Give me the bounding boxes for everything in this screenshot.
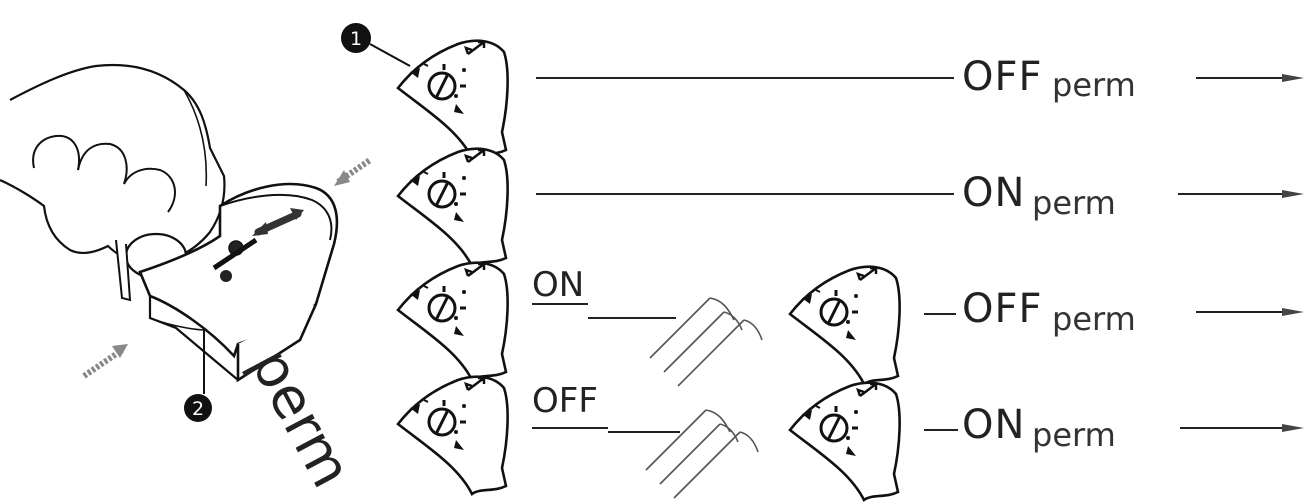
row-4-initial: OFF xyxy=(532,381,598,421)
row-3: ON OFF perm xyxy=(396,261,1304,387)
row-4-suffix: perm xyxy=(1032,416,1116,454)
svg-text:1: 1 xyxy=(350,28,362,50)
row-3-result: OFF xyxy=(962,286,1043,332)
row-1: OFF perm xyxy=(396,39,1304,160)
row-1-result: OFF xyxy=(962,54,1043,100)
push-arrow-icon xyxy=(334,157,372,186)
knob-panel-icon xyxy=(396,39,510,160)
push-arrow-icon xyxy=(82,344,128,379)
device-label: perm xyxy=(238,338,364,498)
arrow-right-icon xyxy=(1282,424,1304,432)
row-3-initial: ON xyxy=(532,265,584,305)
row-2-suffix: perm xyxy=(1032,184,1116,222)
svg-text:2: 2 xyxy=(192,398,204,420)
knob-panel-icon xyxy=(788,265,902,386)
row-4-result: ON xyxy=(962,402,1025,448)
knob-panel-icon xyxy=(396,147,510,268)
callout-1: 1 xyxy=(341,23,411,67)
knob-panel-icon xyxy=(396,261,510,382)
hand-motion-icon xyxy=(645,409,759,499)
knob-panel-icon xyxy=(396,375,510,496)
knob-panel-icon xyxy=(788,381,902,502)
hand-device-illustration xyxy=(0,63,372,394)
callout-2: 2 xyxy=(184,394,212,422)
arrow-right-icon xyxy=(1282,74,1304,82)
arrow-right-icon xyxy=(1282,190,1304,198)
arrow-right-icon xyxy=(1282,308,1304,316)
row-3-suffix: perm xyxy=(1052,300,1136,338)
row-2-result: ON xyxy=(962,170,1025,216)
hand-motion-icon xyxy=(649,297,763,387)
row-1-suffix: perm xyxy=(1052,66,1136,104)
row-2: ON perm xyxy=(396,147,1304,268)
row-4: OFF ON perm xyxy=(396,375,1304,502)
